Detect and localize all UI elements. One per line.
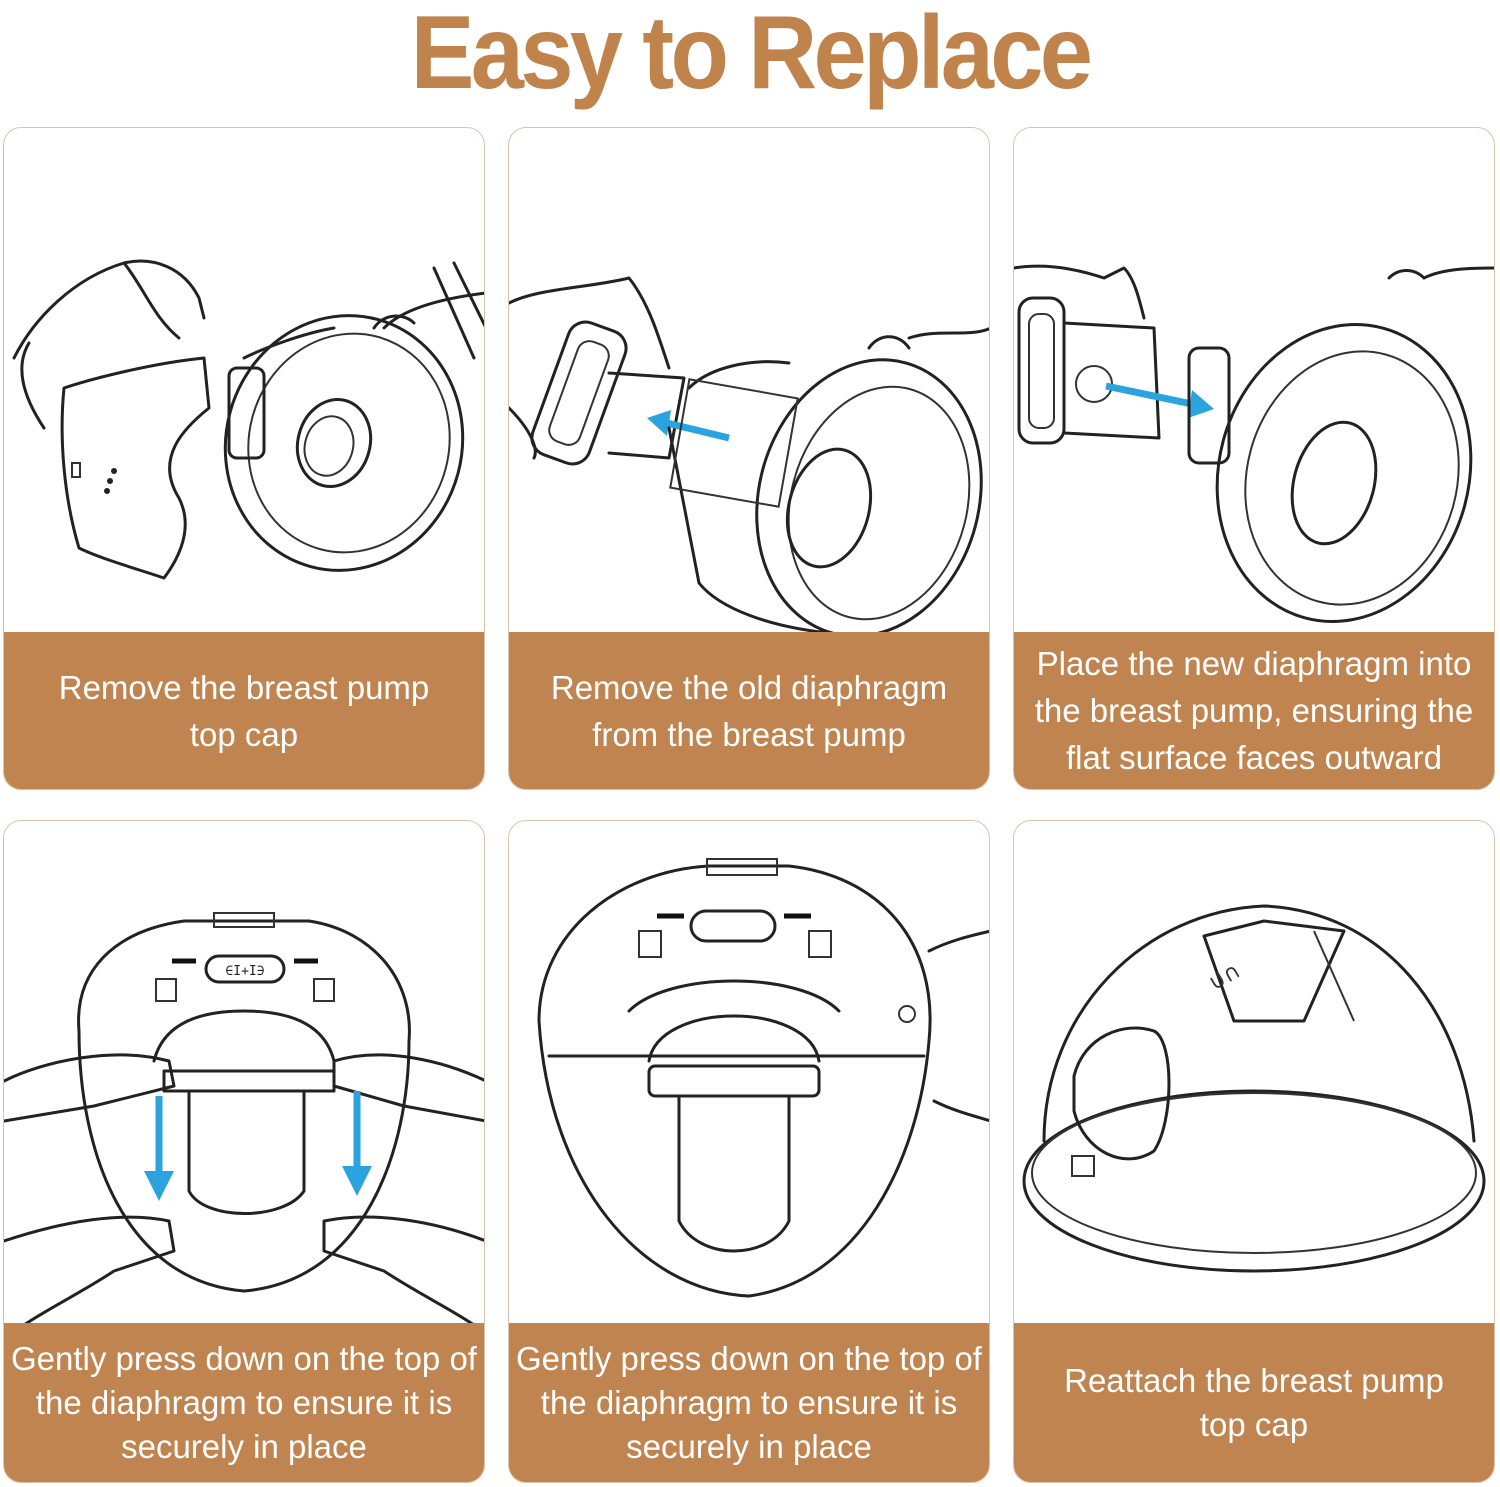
step-card-3: Place the new diaphragm into the breast … xyxy=(1013,127,1495,790)
step-card-1: Remove the breast pump top cap xyxy=(3,127,485,790)
illustration-reattach-cap: ∪∩ xyxy=(1014,821,1494,1325)
step-card-6: ∪∩ Reattach the breast pump top cap xyxy=(1013,820,1495,1483)
step-2-caption: Remove the old diaphragm from the breast… xyxy=(509,632,989,789)
step-3-caption: Place the new diaphragm into the breast … xyxy=(1014,632,1494,789)
illustration-remove-diaphragm xyxy=(509,128,989,634)
illustration-press-diaphragm-hands: ∈I+I∋ xyxy=(4,821,484,1325)
illustration-press-diaphragm-seated xyxy=(509,821,989,1325)
step-1-caption: Remove the breast pump top cap xyxy=(4,632,484,789)
step-5-caption: Gently press down on the top of the diap… xyxy=(509,1323,989,1482)
device-indicator-label: ∈I+I∋ xyxy=(225,964,264,979)
illustration-place-diaphragm xyxy=(1014,128,1494,634)
step-4-caption: Gently press down on the top of the diap… xyxy=(4,1323,484,1482)
step-card-4: ∈I+I∋ Gently press down on the top of th… xyxy=(3,820,485,1483)
step-card-5: Gently press down on the top of the diap… xyxy=(508,820,990,1483)
svg-text:∪∩: ∪∩ xyxy=(1205,958,1245,996)
step-card-2: Remove the old diaphragm from the breast… xyxy=(508,127,990,790)
illustration-remove-cap xyxy=(4,128,484,634)
page-title: Easy to Replace xyxy=(410,0,1093,111)
step-6-caption: Reattach the breast pump top cap xyxy=(1014,1323,1494,1482)
